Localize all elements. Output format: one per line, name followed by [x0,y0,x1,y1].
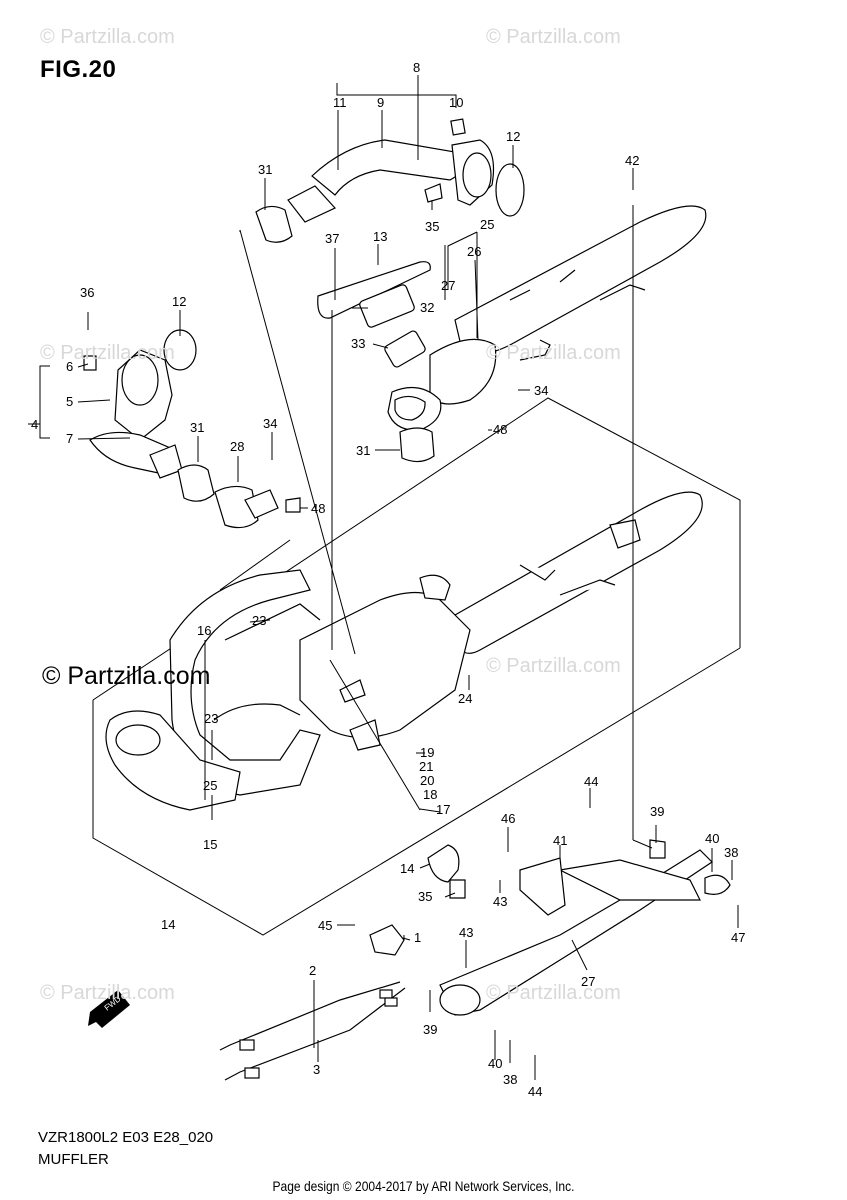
fwd-arrow-icon: FWD [88,990,130,1028]
callout-31-mid: 31 [356,443,370,458]
callout-11: 11 [333,95,347,110]
callout-16: 15 [203,837,217,852]
callout-23-top: 23 [252,613,266,628]
callout-38-left: 38 [503,1072,517,1087]
watermark: © Partzilla.com [486,342,621,364]
callout-31-top: 31 [258,162,272,177]
callout-47: 47 [731,930,745,945]
callout-41: 41 [553,833,567,848]
callout-48-right: 48 [493,422,507,437]
callout-38-right: 38 [724,845,738,860]
callout-44-top: 44 [584,774,598,789]
callout-43-top: 43 [493,894,507,909]
figure-title: FIG.20 [40,56,117,83]
callout-24: 25 [203,778,217,793]
watermark-main: © Partzilla.com [42,662,211,690]
watermark: © Partzilla.com [40,982,175,1004]
callout-29: 27 [581,974,595,989]
leader-lines [28,75,739,1080]
callout-17: 16 [197,623,211,638]
callout-12-left: 12 [172,294,186,309]
callout-18: 17 [436,802,450,817]
callout-37: 37 [325,231,339,246]
callout-6: 6 [66,359,73,374]
callout-31-left: 31 [190,420,204,435]
callout-23-bottom: 23 [204,711,218,726]
callout-9: 9 [377,95,384,110]
callout-40-left: 40 [488,1056,502,1071]
callout-15: 14 [161,917,175,932]
callout-40-right: 40 [705,831,719,846]
callout-21: 20 [420,773,434,788]
callout-27: 26 [467,244,481,259]
watermark: © Partzilla.com [486,982,621,1004]
callout-10: 10 [449,95,463,110]
watermark: © Partzilla.com [40,26,175,48]
callout-25: 24 [458,691,472,706]
callout-28: 27 [441,278,455,293]
callout-35-bottom: 35 [418,889,432,904]
section-name: MUFFLER [38,1151,109,1168]
callout-30: 28 [230,439,244,454]
callout-13: 13 [373,229,387,244]
callout-45: 45 [318,918,332,933]
callout-34-left: 34 [263,416,277,431]
bracket-plate-drawing [317,261,435,463]
callout-35-top: 35 [425,219,439,234]
callout-14: 14 [400,861,414,876]
main-assembly-outline [92,397,741,936]
callout-5: 5 [66,394,73,409]
callout-34-right: 34 [534,383,548,398]
callout-20: 19 [420,745,434,760]
callout-22: 21 [419,759,433,774]
model-code: VZR1800L2 E03 E28_020 [38,1129,214,1146]
callout-44-bottom: 44 [528,1084,542,1099]
callout-36: 36 [80,285,94,300]
callout-2: 2 [309,963,316,978]
callout-48-left: 48 [311,501,325,516]
callout-12-top: 12 [506,129,520,144]
callout-39-left: 39 [423,1022,437,1037]
watermark: © Partzilla.com [40,342,175,364]
callout-3: 3 [313,1062,320,1077]
callout-8: 8 [413,60,420,75]
callout-4: 4 [31,417,38,432]
callout-numbers: 8 11 9 10 12 31 42 35 25 37 13 26 27 36 … [31,60,745,1099]
lower-muffler-drawing [105,491,703,811]
footer-copyright: Page design © 2004-2017 by ARI Network S… [272,1178,575,1194]
callout-43-bottom: 43 [459,925,473,940]
callout-46: 46 [501,811,515,826]
callout-1: 1 [414,930,421,945]
callout-33: 33 [351,336,365,351]
watermark: © Partzilla.com [486,655,621,677]
cables-drawing [219,924,406,1081]
callout-26: 25 [480,217,494,232]
callout-32: 32 [420,300,434,315]
watermark: © Partzilla.com [486,26,621,48]
callout-7: 7 [66,431,73,446]
callout-42: 42 [625,153,639,168]
callout-39-right: 39 [650,804,664,819]
footrest-pivot-drawing [427,844,466,899]
header-pipe-drawing [255,118,525,243]
front-pipe-drawing [83,329,301,529]
callout-19: 18 [423,787,437,802]
footrest-bracket-drawing [439,839,731,1016]
upper-muffler-drawing [387,205,707,431]
